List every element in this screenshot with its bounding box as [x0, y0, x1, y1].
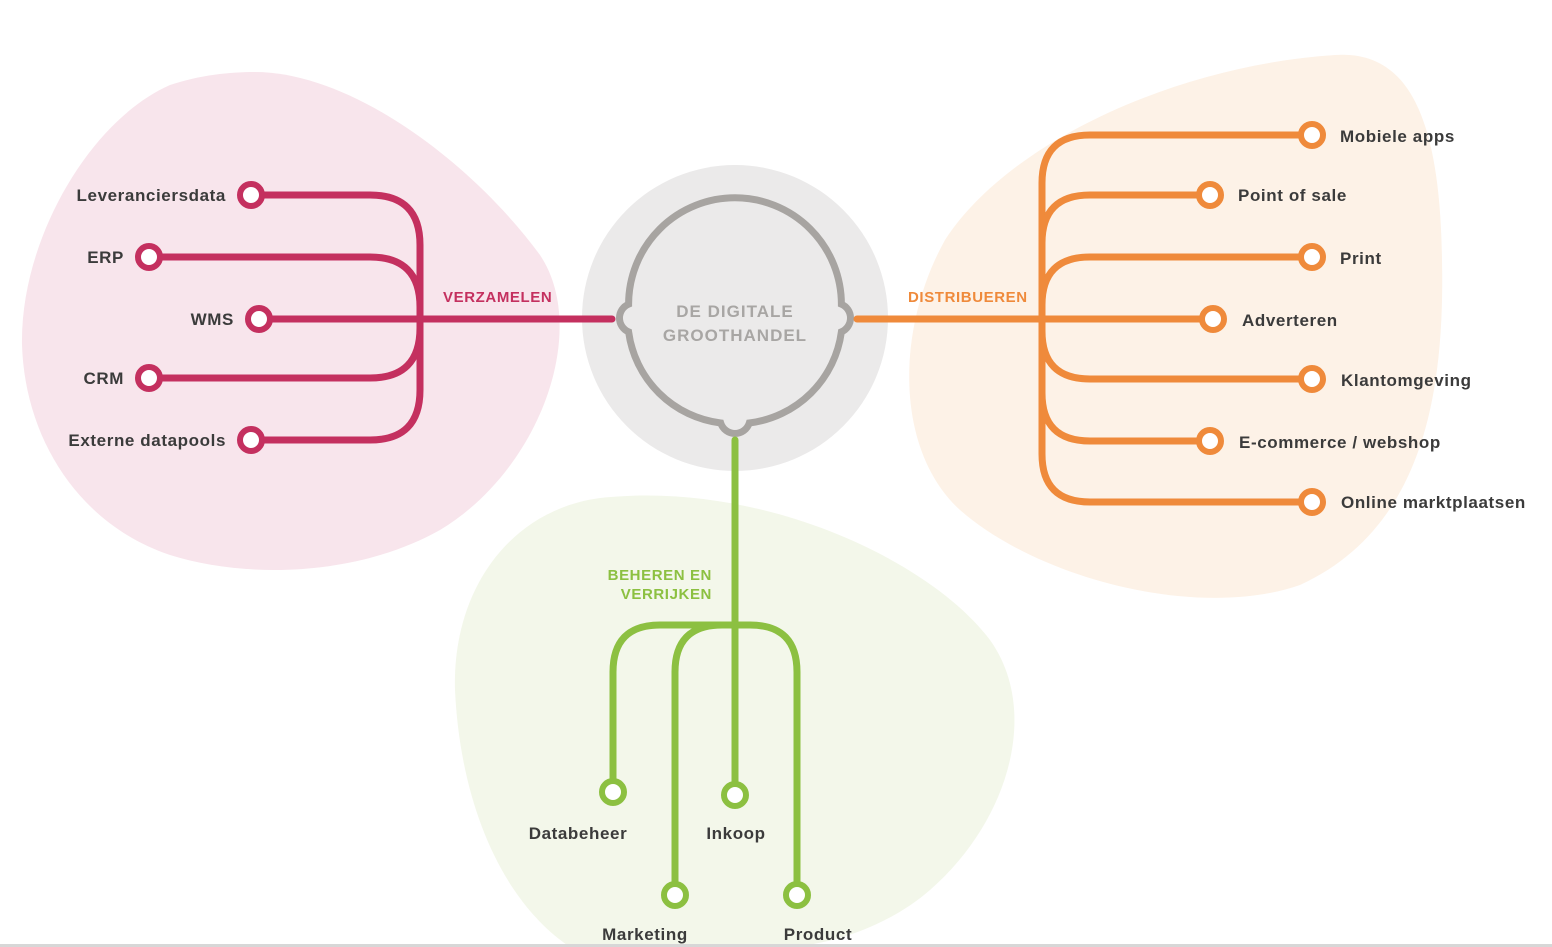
collect-item-label: CRM: [83, 369, 124, 388]
node-klantomgeving: [1298, 365, 1326, 393]
node-adverteren: [1199, 305, 1227, 333]
manage-item-label: Databeheer: [529, 824, 628, 843]
node-leveranciersdata: [237, 181, 265, 209]
distribute-item-label: Mobiele apps: [1340, 127, 1455, 146]
distribute-item-label: Online marktplaatsen: [1341, 493, 1526, 512]
node-e-commerce: [1196, 427, 1224, 455]
node-product: [783, 881, 811, 909]
node-wms: [245, 305, 273, 333]
node-marketing: [661, 881, 689, 909]
distribute-item-label: Klantomgeving: [1341, 371, 1472, 390]
hub-title-line-2: GROOTHANDEL: [663, 326, 807, 345]
node-inkoop: [721, 781, 749, 809]
node-externe-datapools: [237, 426, 265, 454]
distribute-item-label: E-commerce / webshop: [1239, 433, 1441, 452]
manage-connectors: [609, 436, 801, 899]
node-point-of-sale: [1196, 181, 1224, 209]
collect-section-label: VERZAMELEN: [443, 289, 552, 306]
manage-section-label-line-2: VERRIJKEN: [621, 586, 712, 603]
collect-item-label: Externe datapools: [68, 431, 226, 450]
collect-item-label: WMS: [191, 310, 234, 329]
manage-item-label: Inkoop: [706, 824, 765, 843]
node-online-marktplaatsen: [1298, 488, 1326, 516]
manage-node-group: [599, 778, 811, 909]
collect-item-label: ERP: [87, 248, 124, 267]
collect-item-label: Leveranciersdata: [77, 186, 226, 205]
distribute-connectors: [853, 131, 1316, 506]
distribute-item-label: Adverteren: [1242, 311, 1338, 330]
distribute-node-group: [1196, 121, 1326, 516]
collect-node-group: [135, 181, 273, 454]
node-mobiele-apps: [1298, 121, 1326, 149]
node-print: [1298, 243, 1326, 271]
hub-title-line-1: DE DIGITALE: [676, 302, 793, 321]
manage-section-label-line-1: BEHEREN EN: [608, 567, 712, 584]
distribute-item-label: Point of sale: [1238, 186, 1347, 205]
node-crm: [135, 364, 163, 392]
distribute-item-label: Print: [1340, 249, 1382, 268]
hub-outline: [616, 194, 854, 437]
distribute-section-label: DISTRIBUEREN: [908, 289, 1028, 306]
manage-item-label: Product: [784, 925, 852, 944]
collect-connectors: [145, 191, 616, 444]
node-erp: [135, 243, 163, 271]
manage-item-label: Marketing: [602, 925, 688, 944]
bottom-divider: [0, 944, 1552, 947]
node-databeheer: [599, 778, 627, 806]
